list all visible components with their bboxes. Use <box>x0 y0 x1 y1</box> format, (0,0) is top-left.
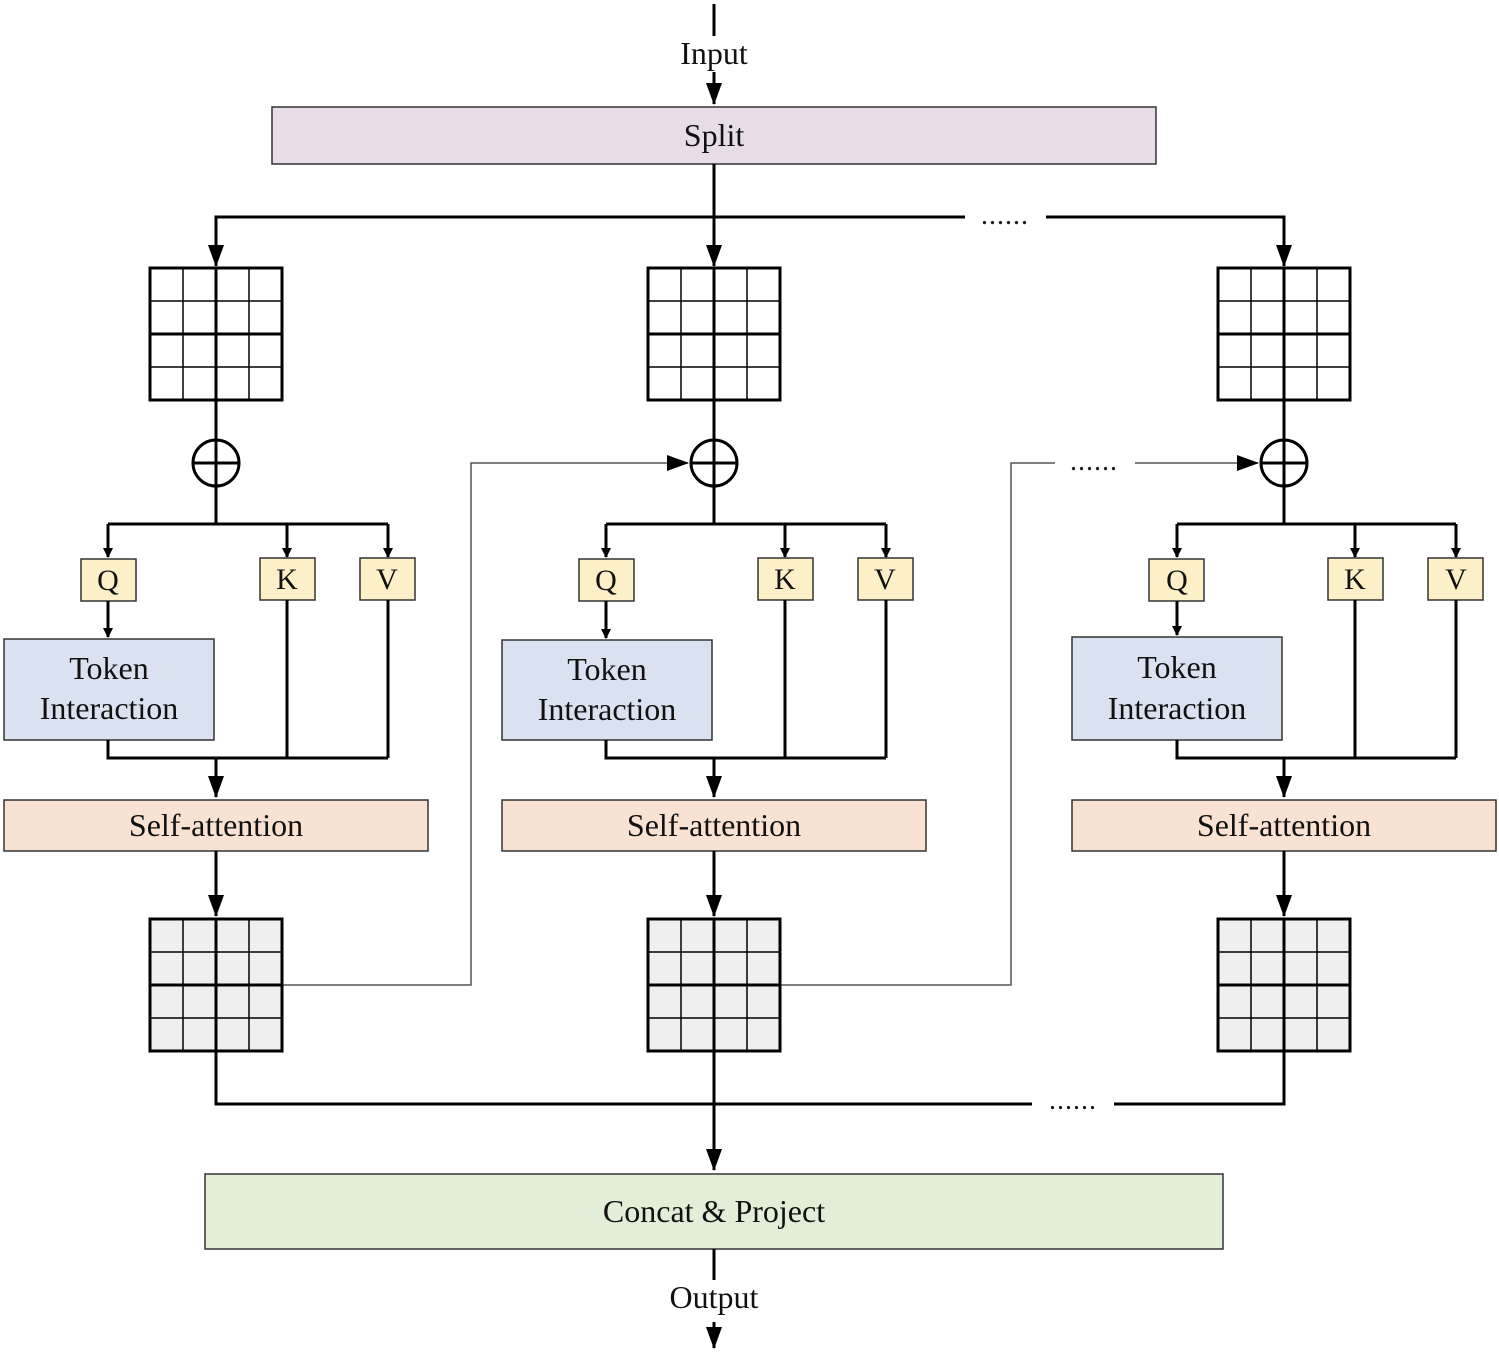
feedback-1-to-2 <box>283 455 689 986</box>
k-box-3 <box>1327 557 1384 601</box>
q-label-2: Q <box>595 564 617 597</box>
branch-3: Q K V Token Interaction Self-attention <box>1071 486 1497 917</box>
k-label-2: K <box>774 563 796 596</box>
split-box <box>271 106 1157 165</box>
concat-label: Concat & Project <box>603 1193 825 1229</box>
branch-1: Q K V Token Interaction Self-attention <box>3 486 429 917</box>
collect-dots: ...... <box>1049 1085 1097 1116</box>
input-grid-2 <box>646 266 782 402</box>
add-icon-3 <box>1259 438 1309 488</box>
self-attention-label-2: Self-attention <box>627 807 801 843</box>
input-grid-3 <box>1216 266 1352 402</box>
v-label-3: V <box>1445 563 1467 596</box>
token-label-line1-3: Token <box>1137 649 1217 685</box>
token-interaction-box-3 <box>1071 636 1283 741</box>
token-label-line2-2: Interaction <box>538 691 677 727</box>
branch-2: Q K V Token Interaction Self-attention <box>501 486 927 917</box>
self-attention-label-1: Self-attention <box>129 807 303 843</box>
self-attention-box-1 <box>3 799 429 852</box>
token-label-line1-2: Token <box>567 651 647 687</box>
split-label: Split <box>684 117 745 153</box>
token-interaction-box-1 <box>3 638 215 741</box>
token-label-line1-1: Token <box>69 650 149 686</box>
token-interaction-box-2 <box>501 639 713 741</box>
token-label-line2-3: Interaction <box>1108 690 1247 726</box>
split-dots: ...... <box>981 200 1029 231</box>
feedback-dots: ...... <box>1070 446 1118 477</box>
collect-from-grid-1 <box>214 1051 714 1106</box>
self-attention-box-3 <box>1071 799 1497 852</box>
feedback-2-to-3-a <box>781 462 1055 986</box>
input-label: Input <box>680 35 748 71</box>
k-label-3: K <box>1344 563 1366 596</box>
k-box-1 <box>259 557 316 601</box>
output-grid-2 <box>646 917 782 1053</box>
v-label-1: V <box>376 563 398 596</box>
input-grid-1 <box>148 266 284 402</box>
split-to-grid-1 <box>208 215 714 267</box>
k-label-1: K <box>276 563 298 596</box>
q-label-1: Q <box>97 564 119 597</box>
split-to-grid-3 <box>1046 215 1292 267</box>
q-box-3 <box>1148 558 1205 602</box>
q-label-3: Q <box>1166 564 1188 597</box>
output-label: Output <box>670 1279 759 1315</box>
output-grid-3 <box>1216 917 1352 1053</box>
self-attention-label-3: Self-attention <box>1197 807 1371 843</box>
q-box-2 <box>578 558 635 602</box>
add-icon-2 <box>689 438 739 488</box>
q-box-1 <box>80 558 137 602</box>
collect-from-grid-3 <box>1114 1051 1286 1106</box>
token-label-line2-1: Interaction <box>40 690 179 726</box>
output-grid-1 <box>148 917 284 1053</box>
add-icon-1 <box>191 438 241 488</box>
concat-project-box <box>204 1173 1224 1250</box>
v-label-2: V <box>874 563 896 596</box>
self-attention-box-2 <box>501 799 927 852</box>
